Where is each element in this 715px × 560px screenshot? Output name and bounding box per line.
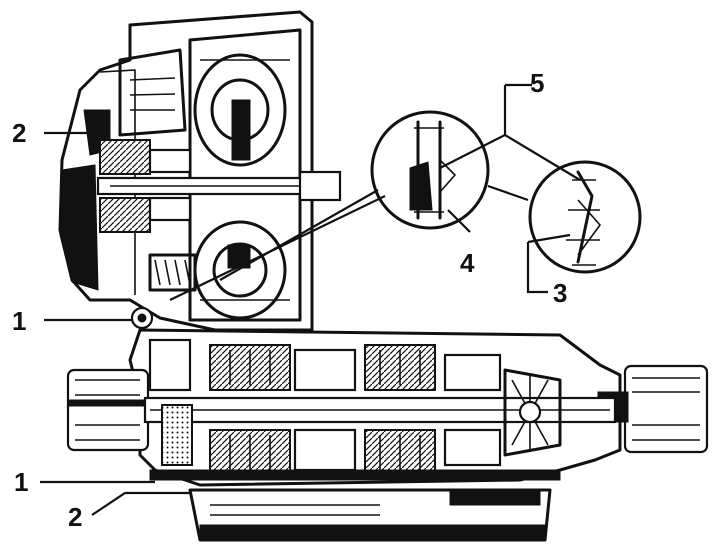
callout-1-upper: 1 — [12, 306, 27, 336]
seal-ring-marker — [130, 306, 154, 330]
callout-4: 4 — [460, 248, 475, 278]
valve-body — [148, 338, 193, 466]
leader-lines — [40, 83, 581, 516]
callout-5: 5 — [530, 68, 545, 98]
oil-sump-lower — [149, 469, 561, 542]
callout-1-lower: 1 — [14, 467, 29, 497]
differential — [503, 368, 562, 457]
main-shaft — [143, 396, 617, 424]
input-shaft-upper — [96, 170, 342, 202]
callout-3: 3 — [553, 278, 568, 308]
planetary-gear-sets — [209, 344, 502, 476]
callout-2-lower: 2 — [68, 502, 83, 532]
left-drive-flange — [66, 368, 150, 452]
torque-converter — [188, 28, 302, 322]
detail-circle-3 — [528, 160, 642, 274]
callout-2-upper: 2 — [12, 118, 27, 148]
clutch-pack-upper — [99, 48, 197, 292]
detail-circle-4 — [370, 110, 490, 230]
